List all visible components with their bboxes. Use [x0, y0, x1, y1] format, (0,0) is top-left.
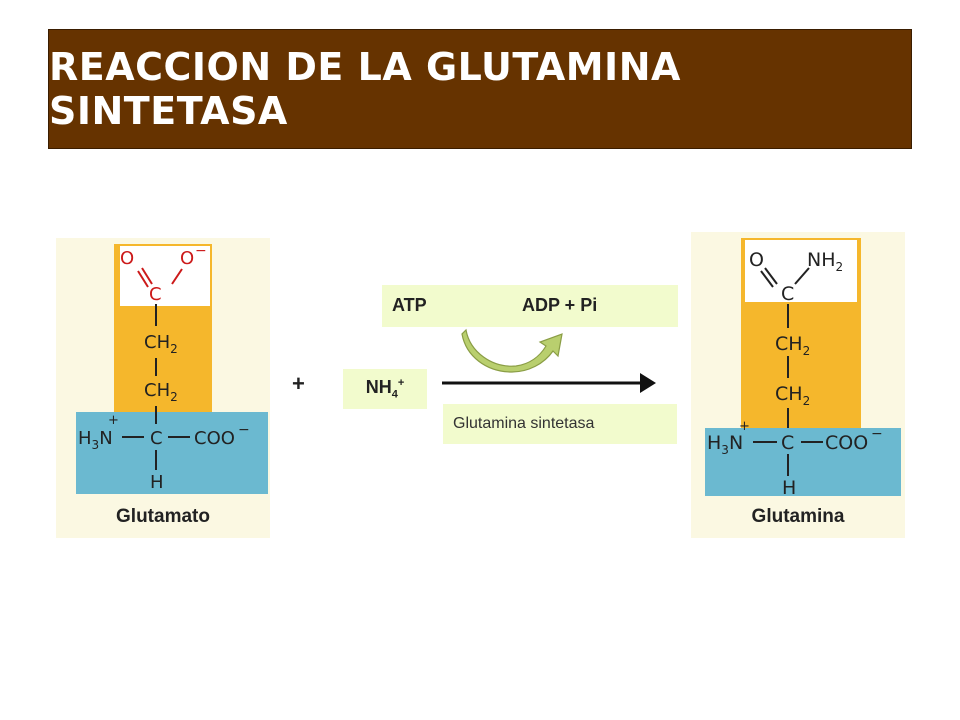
charge: − [238, 422, 250, 438]
alpha-carbon: C [150, 428, 163, 449]
charge: + [739, 419, 750, 434]
enzyme-box: Glutamina sintetasa [443, 404, 677, 444]
carboxylate-region [120, 246, 210, 306]
backbone-region [76, 412, 268, 494]
glutamine-label: Glutamina [691, 496, 905, 538]
oxygen-atom: O [749, 249, 764, 271]
double-bond [141, 267, 153, 285]
atp-label: ATP [392, 295, 427, 315]
carboxyl-group: COO [825, 432, 868, 454]
backbone-region [705, 428, 901, 496]
reaction-arrowhead-icon [640, 373, 656, 393]
ch2-group: CH2 [144, 332, 178, 356]
glutamate-label: Glutamato [56, 496, 270, 538]
curved-arrow-icon [461, 328, 563, 373]
ammonium-box: NH4+ [343, 369, 427, 409]
plus-sign: + [292, 371, 305, 396]
alpha-carbon: C [781, 432, 794, 454]
amide-group: NH2 [807, 249, 843, 274]
ammonium-formula: NH4+ [365, 377, 405, 401]
oxygen-atom: O [120, 248, 134, 269]
glutamate-structure: O O − C CH2 CH2 + H3N C COO − H [76, 243, 268, 494]
title-banner: REACCION DE LA GLUTAMINA SINTETASA [48, 29, 912, 149]
cofactor-box: ATP ADP + Pi [382, 285, 678, 327]
carbon-atom: C [781, 283, 794, 305]
double-bond [137, 270, 149, 288]
glutamate-panel: O O − C CH2 CH2 + H3N C COO − H Glutamat… [56, 238, 270, 538]
charge: + [108, 413, 119, 428]
hydrogen-atom: H [150, 472, 164, 493]
double-bond [764, 267, 778, 285]
amine-group: H3N [78, 428, 113, 452]
carboxyl-group: COO [194, 428, 235, 449]
charge: − [871, 426, 883, 442]
double-bond [760, 270, 774, 288]
oxygen-atom: O [180, 248, 194, 269]
amide-region [745, 240, 857, 302]
slide-title: REACCION DE LA GLUTAMINA SINTETASA [49, 45, 681, 133]
glutamine-panel: O NH2 C CH2 CH2 + H3N C COO − H Glutamin… [691, 232, 905, 538]
charge: − [195, 243, 207, 259]
single-bond [794, 267, 810, 285]
enzyme-label: Glutamina sintetasa [453, 415, 595, 432]
ch2-group: CH2 [775, 333, 810, 358]
carbon-atom: C [149, 284, 162, 305]
ch2-group: CH2 [775, 383, 810, 408]
glutamine-structure: O NH2 C CH2 CH2 + H3N C COO − H [705, 238, 901, 499]
hydrogen-atom: H [782, 477, 796, 499]
amine-group: H3N [707, 432, 743, 457]
adp-pi-label: ADP + Pi [522, 295, 598, 315]
ch2-group: CH2 [144, 380, 178, 404]
single-bond [171, 268, 183, 285]
